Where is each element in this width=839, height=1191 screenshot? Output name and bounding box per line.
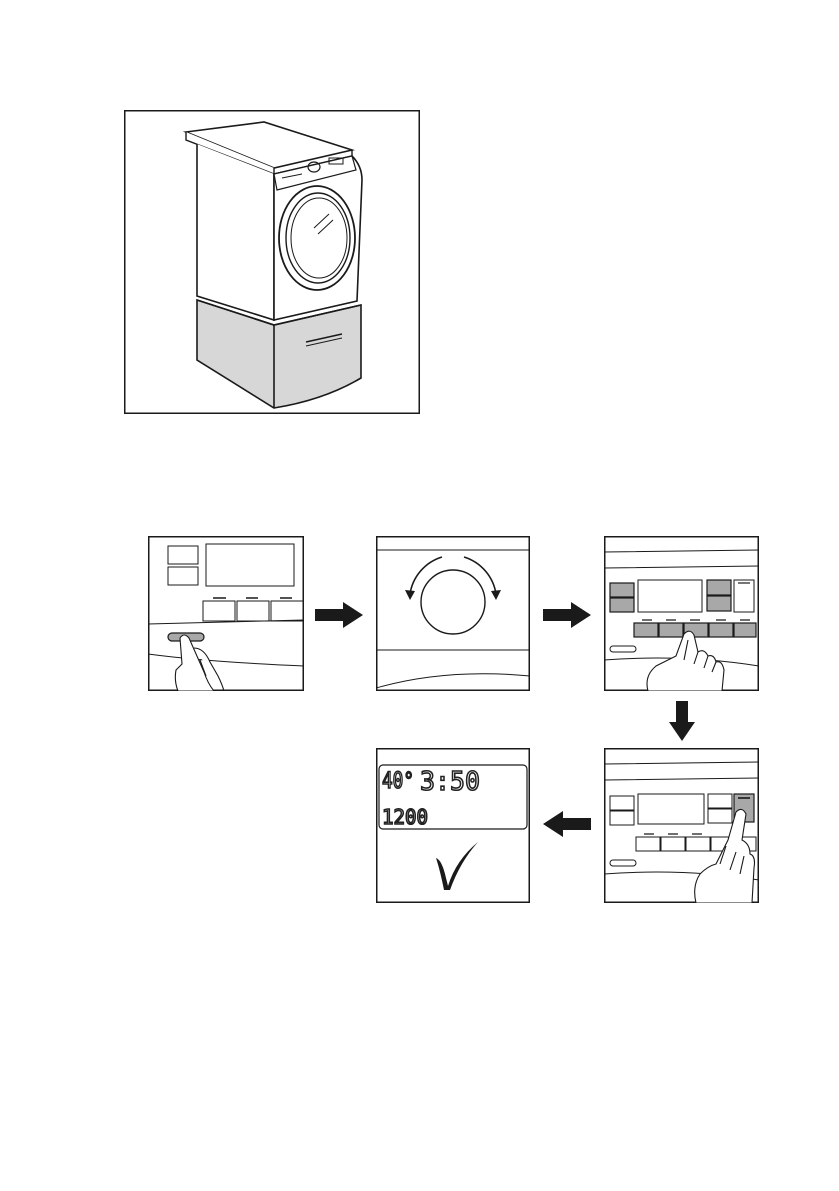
arrow-right-icon [543, 602, 591, 632]
washer-on-pedestal-figure [124, 110, 420, 414]
step-1-power-on-panel [148, 536, 304, 691]
arrow-left-icon [543, 811, 591, 841]
washer-body [186, 122, 362, 320]
display-temperature: 40° [382, 769, 414, 794]
arrow-down-icon [669, 701, 695, 745]
step-2-programme-knob-panel [376, 536, 530, 691]
arrow-right-icon [315, 602, 363, 632]
programme-knob[interactable] [421, 570, 485, 634]
display-time: 3:50 [420, 767, 480, 797]
step-3-options-panel [604, 536, 759, 691]
display-spin-speed: 1200 [382, 805, 428, 829]
step-5-display-confirm-panel: 40° 3:50 1200 [376, 748, 530, 903]
step-4-start-panel [604, 748, 759, 903]
